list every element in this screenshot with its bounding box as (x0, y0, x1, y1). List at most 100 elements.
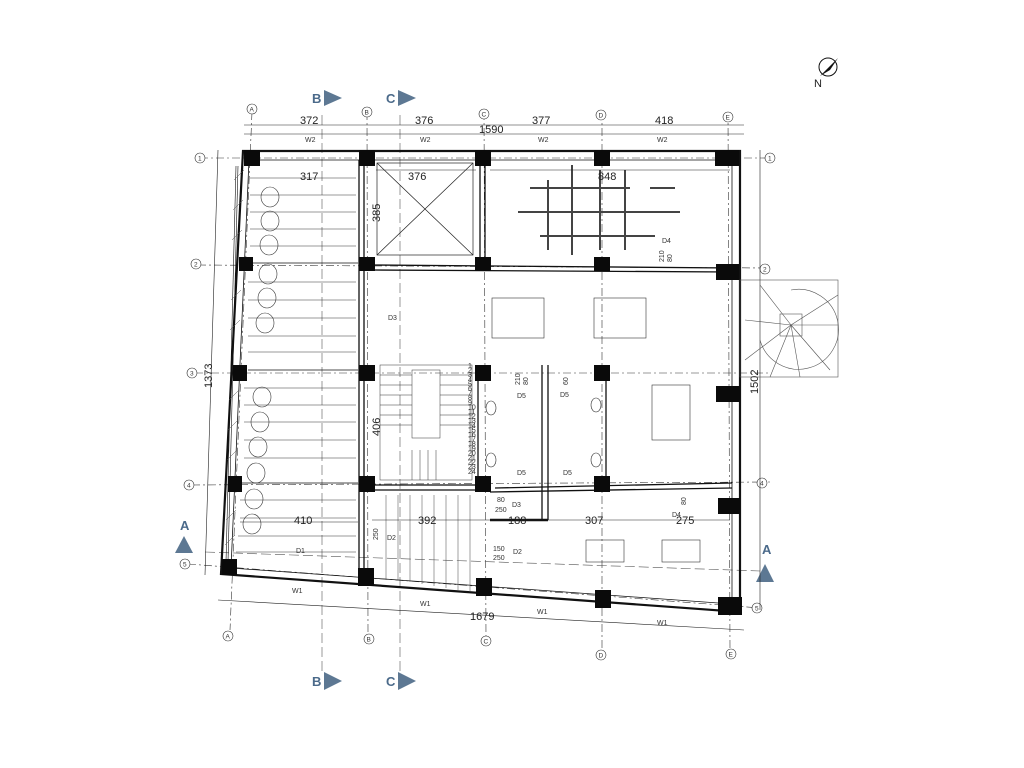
stair-step-number: 11 (468, 409, 475, 416)
door-tag: D5 (517, 470, 526, 477)
top-dimensions: 372 376 377 418 1590 (244, 115, 744, 136)
stair-step-number: 14 (468, 423, 476, 430)
main-stair (379, 364, 473, 481)
dimension-label: 250 (373, 528, 380, 540)
stair-step-number: 13 (468, 418, 476, 425)
axis-label: E (729, 652, 734, 659)
window-tags: W2 W2 W2 W2 W1 W1 W1 W1 (292, 137, 668, 627)
sink-fixtures (242, 186, 280, 535)
furniture (491, 297, 701, 563)
axis-label: D (599, 113, 604, 120)
axis-label: A (250, 107, 255, 114)
dimension-label: 210 (515, 373, 522, 385)
axis-label: 4 (760, 481, 764, 488)
side-dimensions: 1373 1502 (203, 149, 761, 610)
window-tag: W2 (657, 137, 668, 144)
stair-step-number: 18 (468, 441, 476, 448)
door-tag: D2 (387, 535, 396, 542)
axis-label: 1 (768, 156, 772, 163)
dimension-label: 418 (655, 115, 673, 127)
dimension-label: 372 (300, 115, 318, 127)
dimension-label: 376 (408, 171, 426, 183)
window-tag: W1 (292, 588, 303, 595)
dimension-total: 1373 (203, 364, 215, 388)
door-tag: D1 (296, 548, 305, 555)
section-markers: B C B C A A (175, 90, 774, 690)
north-label: N (814, 78, 822, 90)
axis-label: B (367, 637, 371, 644)
door-tag: D3 (512, 502, 521, 509)
stair-step-number: 10 (468, 404, 476, 411)
room-dimensions: 317 376 848 410 392 188 307 275 385 406 (240, 169, 730, 527)
stair-step-number: 23 (468, 464, 476, 471)
door-tag: D5 (517, 393, 526, 400)
axis-label: 2 (763, 267, 767, 274)
dimension-label: 317 (300, 171, 318, 183)
door-tag: D5 (563, 470, 572, 477)
stair-step-number: 7 (468, 391, 472, 398)
stair-step-number: 9 (468, 400, 472, 407)
dimension-label: 406 (371, 418, 383, 436)
axis-label: 2 (194, 262, 198, 269)
stair-step-number: 8 (468, 395, 472, 402)
stair-step-number: 6 (468, 386, 472, 393)
stair-step-number: 15 (468, 427, 476, 434)
window-tag: W1 (537, 609, 548, 616)
stair-step-number: 17 (468, 437, 476, 444)
column-axis-labels: A B C D E A B C D E (222, 103, 737, 661)
window-tag: W1 (420, 601, 431, 608)
stair-step-number: 16 (468, 432, 476, 439)
stair-step-number: 2 (468, 368, 472, 375)
stair-step-number: 20 (468, 450, 476, 457)
small-dimensions: 250 80 150 250 210 80 60 250 80 210 80 (373, 250, 688, 562)
door-tag: D5 (560, 392, 569, 399)
door-tags: D1 D2 D3 D4 D5 D5 D5 D5 D2 D3 D4 (296, 238, 681, 556)
dimension-total: 1679 (470, 611, 494, 623)
axis-label: A (226, 634, 231, 641)
axis-label: B (365, 110, 369, 117)
section-b-label: B (312, 91, 321, 106)
stair-step-number: 19 (468, 446, 476, 453)
dimension-label: 307 (585, 515, 603, 527)
left-wall-hatch (224, 169, 245, 546)
dimension-label: 250 (493, 555, 505, 562)
section-c-label: C (386, 91, 396, 106)
dimension-label: 377 (532, 115, 550, 127)
axis-label: C (484, 639, 489, 646)
dimension-label: 80 (681, 497, 688, 505)
dimension-label: 80 (523, 377, 530, 385)
dimension-label: 385 (371, 204, 383, 222)
dimension-label: 80 (667, 254, 674, 262)
skylight-grid (518, 165, 680, 255)
door-tag: D3 (388, 315, 397, 322)
stair-step-number: 22 (468, 460, 476, 467)
axis-label: 5 (755, 606, 759, 613)
dimension-label: 80 (497, 497, 505, 504)
window-tag: W1 (657, 620, 668, 627)
axis-label: C (482, 112, 487, 119)
wc-fixtures (485, 397, 602, 468)
dimension-label: 210 (659, 250, 666, 262)
section-a-label: A (180, 518, 190, 533)
axis-label: D (599, 653, 604, 660)
interior-walls (240, 160, 733, 578)
dimension-label: 848 (598, 171, 616, 183)
north-compass: N (814, 57, 838, 90)
stair-step-number: 24 (468, 469, 476, 476)
window-tag: W2 (538, 137, 549, 144)
dimension-total: 1502 (749, 370, 761, 394)
window-tag: W2 (420, 137, 431, 144)
door-tag: D2 (513, 549, 522, 556)
dimension-label: 275 (676, 515, 694, 527)
dimension-label: 150 (493, 546, 505, 553)
section-c-label: C (386, 674, 396, 689)
lower-stair (385, 495, 471, 592)
bottom-dimensions: 1679 (217, 599, 745, 631)
axis-label: 3 (190, 371, 194, 378)
stair-step-number: 4 (468, 377, 472, 384)
axis-label: E (726, 115, 731, 122)
elevator-shaft (376, 162, 474, 256)
door-tag: D4 (672, 512, 681, 519)
